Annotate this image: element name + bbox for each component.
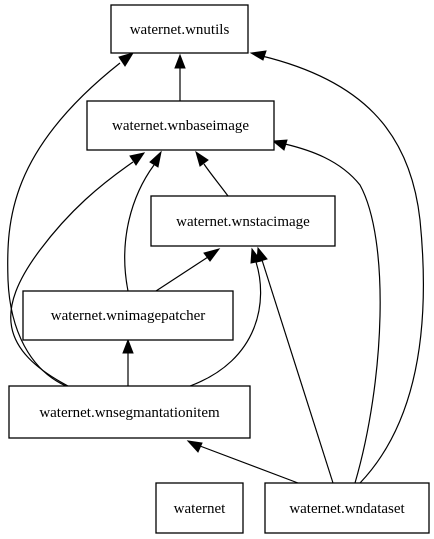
node-label-wndataset: waternet.wndataset xyxy=(289,501,405,517)
edge-wndataset-to-wnstacimage xyxy=(256,246,334,484)
node-wnbaseimage[interactable]: waternet.wnbaseimage xyxy=(86,100,275,151)
node-wnstacimage[interactable]: waternet.wnstacimage xyxy=(150,195,336,247)
node-wnutils[interactable]: waternet.wnutils xyxy=(110,4,249,54)
edge-wndataset-to-wnbaseimage xyxy=(271,139,381,484)
edge-wnsegmantationitem-to-wnutils xyxy=(7,52,135,387)
edge-wnsegmantationitem-to-wnimagepatcher xyxy=(122,338,134,386)
edge-wnbaseimage-to-wnutils xyxy=(174,53,186,101)
node-label-wnutils: waternet.wnutils xyxy=(130,22,230,38)
edge-wndataset-to-wnutils xyxy=(249,50,424,484)
edge-wnstacimage-to-wnbaseimage xyxy=(195,150,229,197)
node-label-wnbaseimage: waternet.wnbaseimage xyxy=(112,118,249,134)
node-wnsegmantationitem[interactable]: waternet.wnsegmantationitem xyxy=(8,385,251,439)
node-label-wnstacimage: waternet.wnstacimage xyxy=(176,214,310,230)
edges xyxy=(7,50,424,484)
edge-wndataset-to-wnsegmantationitem xyxy=(186,440,299,484)
node-label-wnimagepatcher: waternet.wnimagepatcher xyxy=(51,308,206,324)
nodes: waternet.wnutils waternet.wnbaseimage wa… xyxy=(8,4,430,534)
edge-wnimagepatcher-to-wnstacimage xyxy=(155,248,221,292)
edge-wnimagepatcher-to-wnbaseimage xyxy=(124,150,162,292)
node-wndataset[interactable]: waternet.wndataset xyxy=(264,482,430,534)
node-waternet[interactable]: waternet xyxy=(155,482,244,534)
node-label-wnsegmantationitem: waternet.wnsegmantationitem xyxy=(39,405,220,421)
node-label-waternet: waternet xyxy=(174,501,226,517)
node-wnimagepatcher[interactable]: waternet.wnimagepatcher xyxy=(22,290,234,341)
edge-wnsegmantationitem-to-wnbaseimage xyxy=(10,152,146,387)
